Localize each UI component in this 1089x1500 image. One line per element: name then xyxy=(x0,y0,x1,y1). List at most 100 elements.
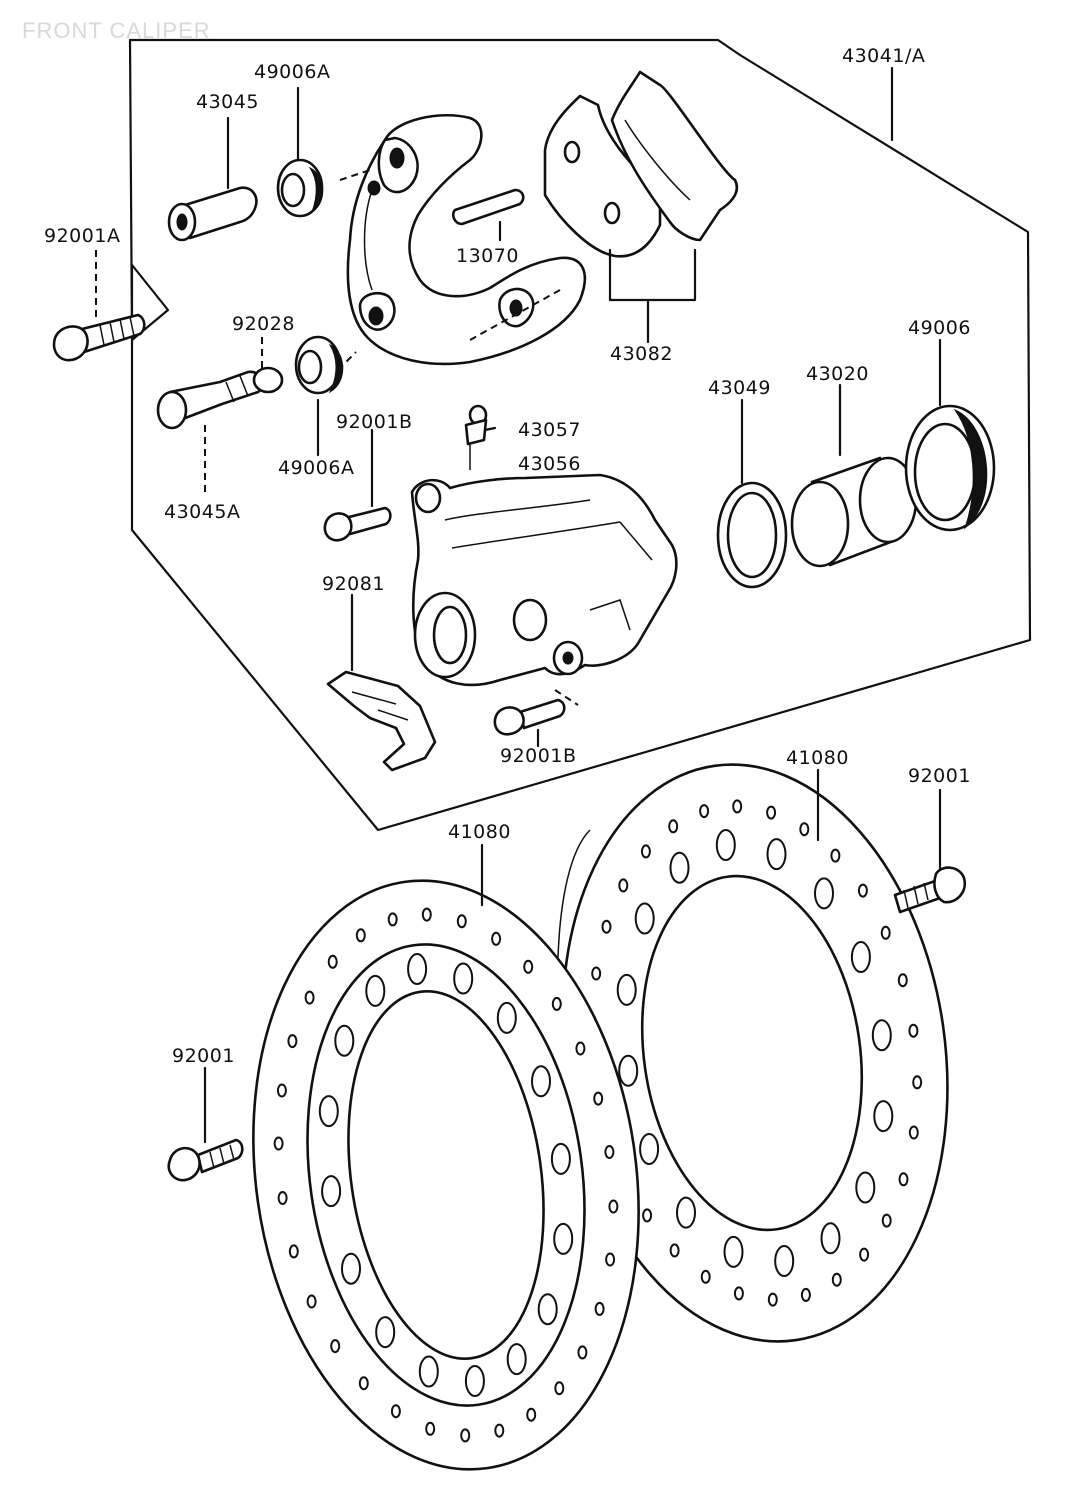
label-43056: 43056 xyxy=(518,453,581,475)
label-43057: 43057 xyxy=(518,419,581,441)
disc-hole xyxy=(327,954,338,969)
disc-hole xyxy=(799,822,810,837)
disc-hole xyxy=(456,914,467,929)
boot-49006a-lower xyxy=(294,335,344,395)
dust-seal-49006 xyxy=(904,404,996,532)
disc-mount-hole xyxy=(550,1142,571,1175)
label-92081: 92081 xyxy=(322,573,385,595)
disc-hole xyxy=(618,878,629,893)
label-92028: 92028 xyxy=(232,313,295,335)
disc-hole xyxy=(575,1041,586,1056)
disc-hole xyxy=(358,1376,369,1391)
disc-mount-hole xyxy=(814,877,834,910)
disc-mount-hole xyxy=(820,1222,841,1255)
disc-hole xyxy=(601,919,612,934)
disc-hole xyxy=(880,925,891,940)
disc-mount-hole xyxy=(774,1245,795,1277)
disc-mount-hole xyxy=(464,1365,485,1397)
disc-hole xyxy=(577,1345,588,1360)
disc-mount-hole xyxy=(715,829,736,861)
disc-hole xyxy=(608,1199,619,1214)
disc-hole xyxy=(700,1269,711,1284)
label-49006: 49006 xyxy=(908,317,971,339)
disc-mount-hole xyxy=(766,838,787,871)
disc-hole xyxy=(604,1145,615,1159)
label-49006a-upper: 49006A xyxy=(254,61,330,83)
disc-hole xyxy=(421,907,432,922)
disc-hole xyxy=(897,973,908,988)
boot-49006a-upper xyxy=(276,158,324,218)
disc-hole xyxy=(306,1294,317,1309)
piston-seal-43049 xyxy=(716,481,788,589)
caliper-body xyxy=(410,473,678,687)
disc-hole xyxy=(669,1243,680,1258)
disc-mount-hole xyxy=(318,1095,339,1128)
guide-pin-43045 xyxy=(167,186,258,242)
disc-mount-hole xyxy=(634,902,655,935)
pad-pin-13070 xyxy=(451,188,525,226)
disc-hole xyxy=(857,883,868,898)
pad-spring-92081 xyxy=(326,670,437,772)
part-labels: 43041/A 49006A 43045 92001A 13070 43082 … xyxy=(44,45,971,1067)
disc-hole xyxy=(908,1125,919,1140)
disc-hole xyxy=(554,1381,565,1396)
label-41080-right: 41080 xyxy=(786,747,849,769)
disc-mount-hole xyxy=(850,941,871,973)
disc-mount-hole xyxy=(375,1316,396,1349)
label-13070: 13070 xyxy=(456,245,519,267)
caliper-bracket xyxy=(346,113,587,366)
bolt-92001b-upper xyxy=(323,506,392,542)
disc-mount-hole xyxy=(669,851,690,884)
disc-hole xyxy=(830,848,841,863)
disc-hole xyxy=(304,990,315,1005)
disc-mount-hole xyxy=(341,1252,361,1285)
label-92001-left: 92001 xyxy=(172,1045,235,1067)
disc-mount-hole xyxy=(873,1100,894,1133)
disc-hole xyxy=(287,1034,298,1049)
disc-hole xyxy=(766,805,777,820)
disc-mount-hole xyxy=(616,973,637,1006)
disc-hole xyxy=(277,1191,288,1205)
label-41080-left: 41080 xyxy=(448,821,511,843)
label-43020: 43020 xyxy=(806,363,869,385)
bleeder-valve-43057 xyxy=(464,404,488,446)
label-43049: 43049 xyxy=(708,377,771,399)
disc-hole xyxy=(276,1083,287,1098)
brake-disc-41080-left xyxy=(252,879,640,1471)
disc-hole xyxy=(593,1091,604,1106)
disc-mount-hole xyxy=(407,953,428,985)
guide-pin-43045a xyxy=(156,366,284,430)
disc-hole xyxy=(523,959,534,974)
disc-hole xyxy=(912,1075,923,1090)
disc-hole xyxy=(859,1247,870,1262)
disc-hole xyxy=(460,1428,471,1443)
disc-mount-hole xyxy=(418,1355,439,1388)
leader-lines xyxy=(95,66,942,1144)
disc-hole xyxy=(591,966,602,981)
disc-mount-hole xyxy=(723,1235,744,1268)
bolt-92001b-lower xyxy=(493,698,566,736)
disc-mount-hole xyxy=(334,1024,355,1057)
piston-43020 xyxy=(790,456,918,568)
label-49006a-lower: 49006A xyxy=(278,457,354,479)
disc-hole xyxy=(390,1404,401,1419)
disc-mount-hole xyxy=(553,1222,574,1255)
disc-hole xyxy=(668,819,679,834)
disc-mount-hole xyxy=(537,1293,558,1326)
label-92001a: 92001A xyxy=(44,225,120,247)
disc-hole xyxy=(330,1339,341,1354)
label-43082: 43082 xyxy=(610,343,673,365)
disc-mount-hole xyxy=(855,1171,876,1204)
disc-hole xyxy=(425,1421,436,1436)
disc-mount-hole xyxy=(639,1133,660,1165)
disc-mount-hole xyxy=(871,1019,892,1052)
disc-hole xyxy=(288,1244,299,1259)
label-43041a: 43041/A xyxy=(842,45,925,67)
disc-bolt-92001-right xyxy=(893,866,967,914)
disc-hole xyxy=(800,1287,811,1302)
disc-hole xyxy=(594,1301,605,1316)
disc-hole xyxy=(494,1423,505,1438)
diagram-title: FRONT CALIPER xyxy=(22,18,211,43)
disc-bolt-92001-left xyxy=(167,1138,244,1182)
